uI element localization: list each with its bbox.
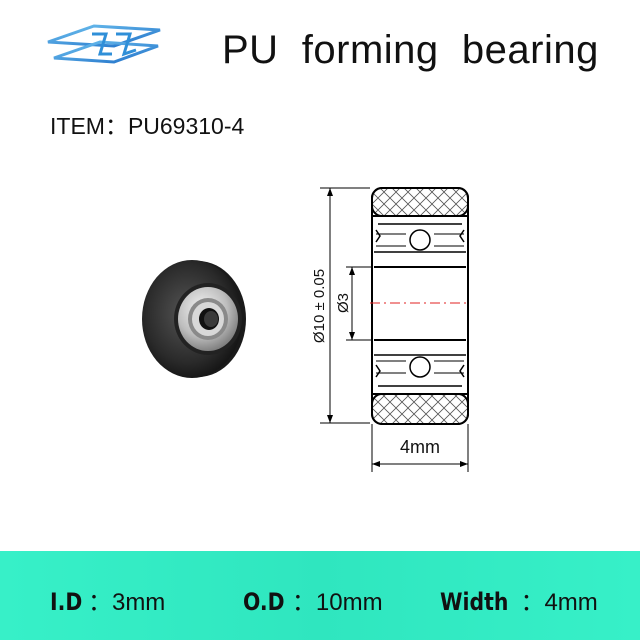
spec-band bbox=[0, 551, 640, 640]
width-label: 4mm bbox=[400, 437, 440, 457]
bearing-photo bbox=[142, 260, 246, 378]
spec-value: 10mm bbox=[315, 589, 383, 616]
spec-value: 4mm bbox=[544, 589, 598, 616]
item-code: ITEM：PU69310-4 bbox=[50, 113, 245, 139]
spec-separator: ： bbox=[87, 589, 112, 616]
spec-key: I.D bbox=[50, 588, 83, 616]
outer-diameter-label: Ø10 ± 0.05 bbox=[311, 269, 328, 343]
inner-diameter-label: Ø3 bbox=[335, 293, 352, 313]
spec-inner-diameter: I.D：3mm bbox=[50, 582, 165, 617]
spec-outer-diameter: O.D：10mm bbox=[243, 582, 383, 617]
spec-key: Width bbox=[440, 588, 509, 616]
spec-separator: ： bbox=[291, 589, 316, 616]
cross-section-svg: Ø10 ± 0.05 Ø3 4mm bbox=[311, 187, 470, 472]
spec-separator: ： bbox=[520, 589, 545, 616]
cross-section-drawing: Ø10 ± 0.05 Ø3 4mm bbox=[300, 180, 500, 480]
spec-value: 3mm bbox=[111, 589, 166, 616]
spec-key: O.D bbox=[243, 588, 285, 616]
brand-logo bbox=[47, 24, 161, 64]
spec-width: Width ：4mm bbox=[440, 582, 598, 617]
page-title: PU forming bearing bbox=[222, 28, 599, 72]
